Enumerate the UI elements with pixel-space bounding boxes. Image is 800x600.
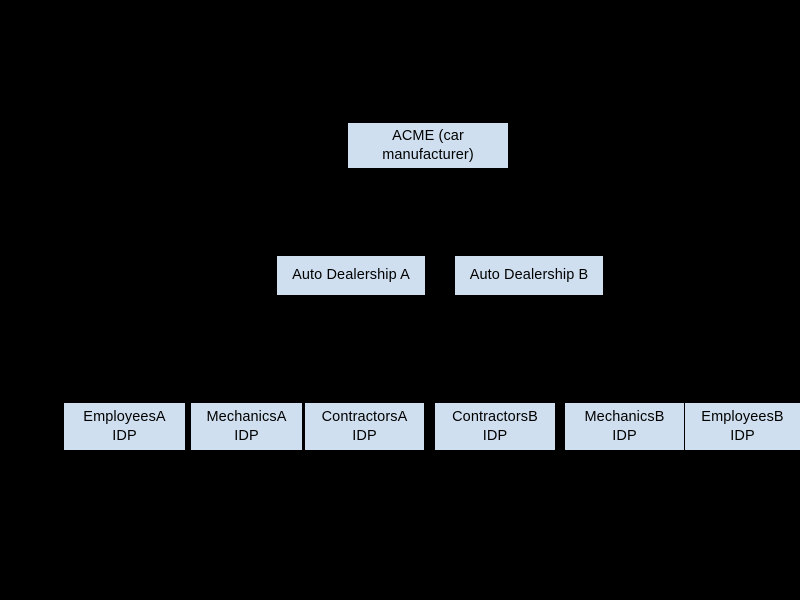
node-employees-b-label: EmployeesB IDP	[701, 409, 784, 444]
node-contractors-a[interactable]: ContractorsA IDP	[305, 403, 424, 450]
node-dealership-a-label: Auto Dealership A	[292, 267, 410, 284]
node-employees-b[interactable]: EmployeesB IDP	[685, 403, 800, 450]
edge-trunk-to-dealership-a	[350, 192, 351, 256]
edge-acme-trunk-horizontal	[350, 192, 529, 193]
edge-dealership-b-stem	[528, 295, 529, 333]
edge-dealership-b-to-mechanics-b	[620, 333, 621, 403]
node-mechanics-a-label: MechanicsA IDP	[206, 409, 287, 444]
edge-dealership-a-bus	[124, 333, 365, 334]
edge-dealership-a-to-contractors-a	[364, 333, 365, 403]
edge-dealership-b-bus	[495, 333, 742, 334]
edge-acme-to-dealership-a	[427, 168, 428, 192]
edge-dealership-a-to-mechanics-a	[246, 333, 247, 403]
node-contractors-a-label: ContractorsA IDP	[321, 409, 408, 444]
node-employees-a-label: EmployeesA IDP	[83, 409, 166, 444]
edge-dealership-b-to-employees-b	[742, 333, 743, 403]
node-mechanics-b[interactable]: MechanicsB IDP	[565, 403, 684, 450]
node-employees-a[interactable]: EmployeesA IDP	[64, 403, 185, 450]
node-dealership-a[interactable]: Auto Dealership A	[277, 256, 425, 295]
edge-trunk-to-dealership-b	[528, 192, 529, 256]
node-contractors-b-label: ContractorsB IDP	[452, 409, 538, 444]
node-dealership-b[interactable]: Auto Dealership B	[455, 256, 603, 295]
node-mechanics-b-label: MechanicsB IDP	[584, 409, 665, 444]
node-contractors-b[interactable]: ContractorsB IDP	[435, 403, 555, 450]
edge-dealership-a-to-employees-a	[124, 333, 125, 403]
node-acme-label: ACME (car manufacturer)	[382, 128, 474, 163]
edge-dealership-b-to-contractors-b	[495, 333, 496, 403]
node-mechanics-a[interactable]: MechanicsA IDP	[191, 403, 302, 450]
node-acme[interactable]: ACME (car manufacturer)	[348, 123, 508, 168]
node-dealership-b-label: Auto Dealership B	[469, 267, 589, 284]
edge-dealership-a-stem	[350, 295, 351, 333]
